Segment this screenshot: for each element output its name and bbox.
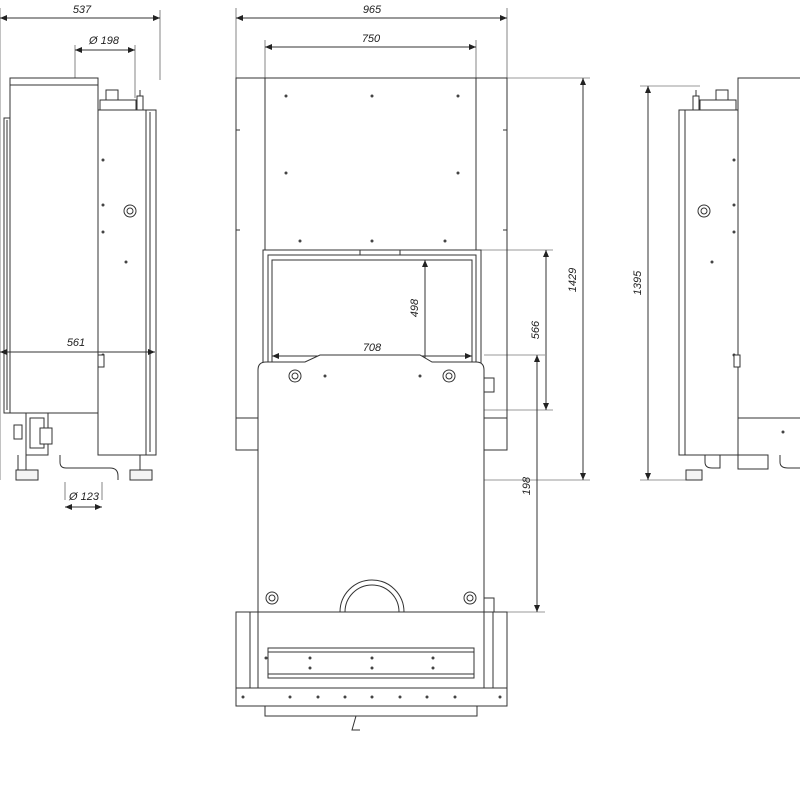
top-view: 198 <box>235 354 545 731</box>
right-body-panel <box>737 77 800 419</box>
dim-front-height: 1429 <box>567 268 579 292</box>
air-knob-icon <box>123 204 137 218</box>
dim-air-inlet: Ø 123 <box>68 491 100 503</box>
dim-door-frame-height: 566 <box>530 320 542 339</box>
door-top-profile <box>267 647 475 679</box>
dim-door-width: 708 <box>363 342 382 354</box>
top-housing <box>257 354 485 613</box>
right-side-view: 1395 <box>632 77 800 481</box>
dim-door-height: 498 <box>409 298 421 317</box>
left-side-view: 537 Ø 198 <box>0 4 161 510</box>
dim-front-width: 965 <box>363 4 382 16</box>
dim-side-depth-bottom: 561 <box>67 337 85 349</box>
right-rear-housing <box>682 109 739 456</box>
dim-inner-width: 750 <box>362 33 381 45</box>
dim-side-depth-top: 537 <box>73 4 92 16</box>
dim-top-view-offset: 198 <box>521 476 533 495</box>
dim-flue-diameter: Ø 198 <box>88 35 120 47</box>
rear-housing <box>97 109 147 456</box>
foot-left <box>15 469 39 481</box>
flue-collar <box>99 99 137 111</box>
rear-plate <box>145 109 157 456</box>
right-air-knob-icon <box>697 204 711 218</box>
dim-right-side-height: 1395 <box>632 270 644 295</box>
side-body-panel <box>9 77 99 414</box>
foot-right <box>129 469 153 481</box>
